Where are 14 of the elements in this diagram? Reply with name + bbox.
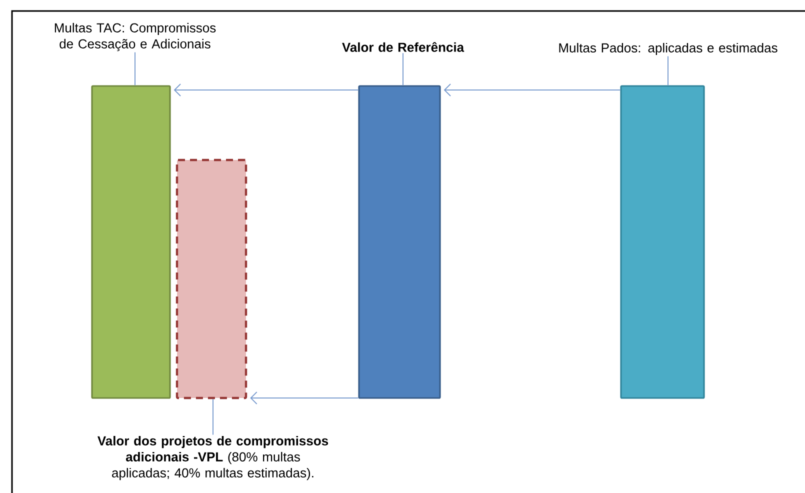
bar	[176, 158, 248, 400]
bar	[620, 85, 705, 399]
bar	[91, 85, 171, 399]
arrow	[250, 392, 359, 404]
arrow	[444, 84, 621, 96]
node-label: Valor dos projetos de compromissos adicionais -VPL (80% multas aplicadas; 40% multas estimadas).	[98, 436, 328, 480]
bar	[358, 85, 441, 399]
leader-line	[134, 52, 136, 86]
arrow	[174, 84, 359, 96]
node-label: Valor de Referência	[342, 42, 464, 52]
node-label: Multas Pados: aplicadas e estimadas	[559, 42, 778, 56]
leader-line	[212, 398, 214, 436]
node-label: Multas TAC: Compromissos de Cessação e Adicionais	[54, 22, 216, 52]
leader-line	[402, 52, 404, 86]
